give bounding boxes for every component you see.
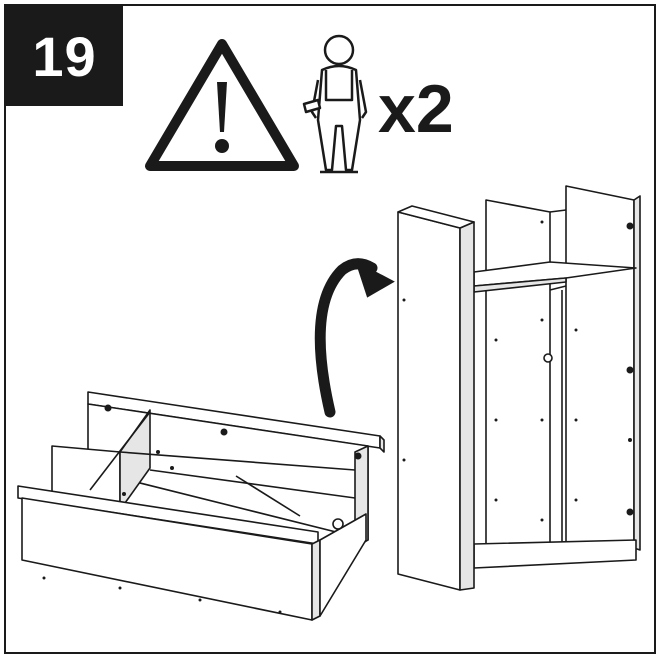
warning-triangle-icon (145, 39, 299, 171)
step-number: 19 (32, 24, 97, 88)
hardware-dots-lying (42, 404, 362, 614)
wardrobe-lying-flat (17, 391, 385, 621)
multiplier-text: x2 (378, 71, 454, 147)
wardrobe-standing (397, 185, 641, 591)
two-person-assembly-icon (302, 34, 368, 174)
rotate-upright-arrow-icon (314, 258, 395, 418)
step-badge: 19 (6, 6, 123, 106)
hardware-dots-standing (402, 220, 634, 522)
